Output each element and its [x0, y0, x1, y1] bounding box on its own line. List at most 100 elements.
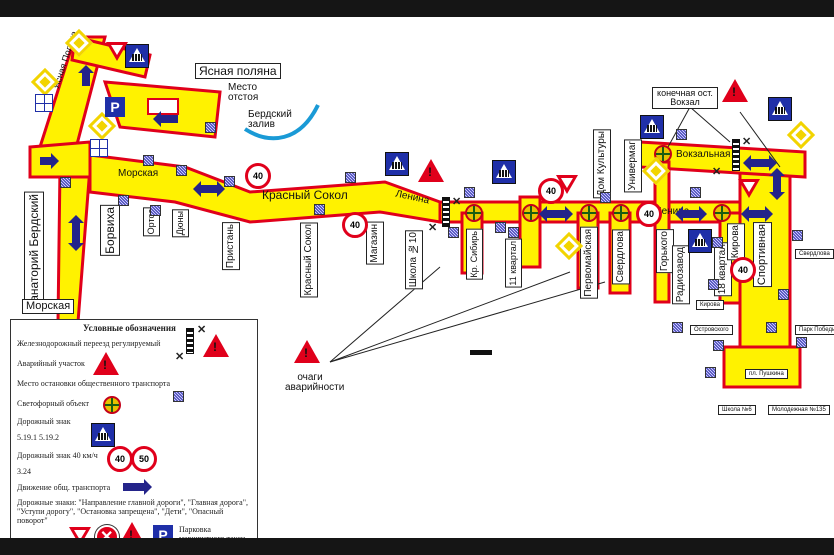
bus-stop-icon: [600, 192, 611, 203]
legend-accident-icon: [203, 334, 229, 357]
accident-area-icon: [418, 159, 444, 182]
road-lenina-main: [438, 200, 762, 224]
pointer-line-1: [329, 266, 441, 363]
black-dash: [470, 350, 492, 355]
route-arrow-vertical-icon: [769, 168, 785, 200]
bus-stop-icon: [713, 340, 724, 351]
bus-stop-icon: [508, 227, 519, 238]
bus-stop-icon: [766, 322, 777, 333]
bus-stop-icon: [345, 172, 356, 183]
legend-railway-x-icon: ✕: [197, 324, 207, 336]
street-lenina-east: Ленина: [655, 206, 690, 217]
stop-sverdlova: Свердлова: [612, 229, 630, 285]
place-sverdlova-small: Свердлова: [795, 249, 834, 259]
stop-dyuny: Дюны: [172, 209, 189, 238]
speed-40-sign: 40: [730, 257, 756, 283]
legend-traffic-light-icon: [103, 396, 121, 414]
bus-stop-icon: [118, 195, 129, 206]
pedestrian-crossing-icon: [688, 229, 712, 253]
railway-x-icon: ✕: [742, 136, 752, 148]
street-morskaya: Морская: [118, 168, 159, 179]
taxi-parking-icon: P: [105, 97, 125, 117]
legend-item-stop: Место остановки общественного транспорта: [17, 379, 171, 388]
legend-item-sign-code: 5.19.1 5.19.2: [17, 433, 59, 442]
pointer-line-2: [329, 271, 571, 363]
accident-area-icon: [294, 340, 320, 363]
traffic-light-icon: [580, 204, 598, 222]
road-west-junction: [28, 140, 92, 179]
route-map: Ясная Поляна Морская Красный Сокол Ленин…: [0, 17, 834, 538]
stop-krasny-sokol: Красный Сокол: [300, 222, 318, 298]
legend-speed-50-icon: 50: [131, 446, 157, 472]
legend-item-traffic-light: Светофорный объект: [17, 399, 89, 408]
legend-item-speed-code: 3.24: [17, 467, 31, 476]
pointer-line-3: [329, 281, 606, 363]
bus-stop-icon: [792, 230, 803, 241]
bus-stop-icon: [150, 205, 161, 216]
accident-area-icon: [722, 79, 748, 102]
bus-stop-icon: [224, 176, 235, 187]
legend-route-arrow-icon: [123, 479, 152, 495]
bus-stop-icon: [796, 337, 807, 348]
legend-railway-x-icon: ✕: [175, 351, 185, 363]
legend-accident-icon: [93, 352, 119, 375]
pointer-line-konechnaya-2: [689, 106, 731, 143]
railway-x-icon: ✕: [428, 222, 438, 234]
stop-dom-kultury: Дом Культуры: [593, 129, 611, 199]
bus-stop-icon: [708, 279, 719, 290]
railway-crossing-icon: [732, 139, 740, 171]
road-pushkina: [722, 345, 802, 389]
place-shkola-6: Школа №6: [718, 405, 756, 415]
place-park-pobedy: Парк Победы: [795, 325, 834, 335]
pedestrian-crossing-icon: [125, 44, 149, 68]
speed-40-sign: 40: [636, 201, 662, 227]
legend-stop-icon: [173, 391, 184, 402]
route-arrow-icon: [153, 111, 178, 127]
street-krasny-sokol: Красный Сокол: [262, 188, 348, 202]
legend-item-signs: Дорожные знаки: "Направление главной дор…: [17, 498, 248, 525]
route-arrow-icon: [741, 206, 773, 222]
bus-stop-icon: [690, 187, 701, 198]
place-konechnaya-vokzal: конечная ост. Вокзал: [652, 87, 718, 109]
yield-sign-icon: [556, 175, 578, 194]
place-yasnaya-polyana: Ясная поляна: [195, 63, 281, 79]
bus-stop-icon: [464, 187, 475, 198]
legend-item-accident: Аварийный участок: [17, 359, 85, 368]
bus-stop-icon: [705, 367, 716, 378]
legend-no-stopping-icon: [95, 525, 119, 538]
place-molodezhnaya: Молодежная №135: [768, 405, 830, 415]
bus-stop-icon: [676, 129, 687, 140]
stop-radiozavod: Радиозавод: [672, 245, 690, 305]
bus-stop-icon: [205, 122, 216, 133]
bus-stop-icon: [778, 289, 789, 300]
route-arrow-icon: [675, 206, 707, 222]
route-arrow-icon: [193, 181, 225, 197]
legend-pedestrian-icon: [91, 423, 115, 447]
pedestrian-crossing-icon: [768, 97, 792, 121]
bus-stop-icon: [143, 155, 154, 166]
place-mesto-otstoya: Место отстоя: [228, 82, 259, 103]
bus-stop-icon: [176, 165, 187, 176]
traffic-light-icon: [612, 204, 630, 222]
speed-40-sign: 40: [245, 163, 271, 189]
stop-borvikha: Борвиха: [100, 205, 120, 256]
grid-box-icon: [35, 94, 53, 112]
bus-stop-icon: [672, 322, 683, 333]
pointer-line-konechnaya: [667, 106, 691, 148]
yield-sign-icon: [106, 42, 128, 61]
legend-children-icon: [119, 522, 145, 538]
legend-panel: Условные обозначения Железнодорожный пер…: [10, 319, 258, 538]
speed-40-sign: 40: [342, 212, 368, 238]
traffic-light-icon: [465, 204, 483, 222]
route-arrow-icon: [40, 153, 59, 169]
legend-speed-40-icon: 40: [107, 446, 133, 472]
route-arrow-vertical-icon: [68, 215, 84, 251]
bus-stop-icon: [314, 204, 325, 215]
railway-x-icon: ✕: [712, 166, 722, 178]
place-berdsky-zaliv: Бердский залив: [248, 109, 292, 130]
stop-univermag: Универмаг: [624, 139, 642, 193]
bus-stop-icon: [712, 237, 723, 248]
stop-sportivnaya: Спортивная: [753, 222, 772, 288]
stop-11-kvartal: 11 квартал: [505, 239, 522, 288]
legend-railway-icon: [186, 328, 194, 354]
